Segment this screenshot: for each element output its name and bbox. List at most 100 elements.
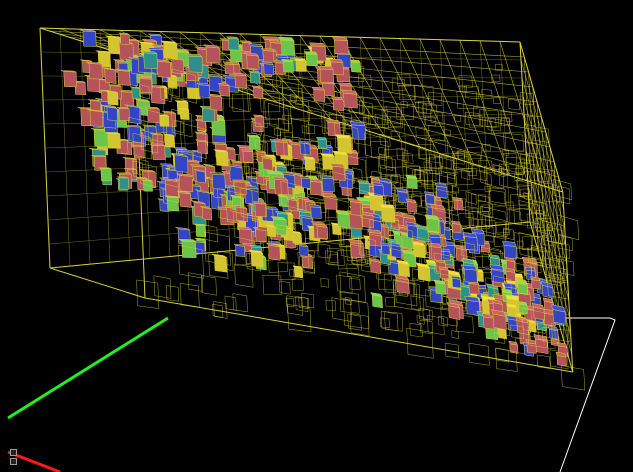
octree-cell [519,153,531,164]
octree-cell [453,168,474,186]
octree-cell [484,165,505,190]
grid-toggle-icon[interactable] [10,458,17,465]
octree-cell [534,200,549,217]
octree-cell [286,295,303,316]
view-toggle-icon[interactable] [10,449,17,456]
octree-cell [498,167,519,190]
voxel-face [349,121,366,126]
voxel-face [348,198,363,204]
voxel-face [193,223,207,227]
voxel-face [405,198,417,203]
voxel-face [292,265,304,269]
voxel-face [175,173,194,177]
voxel-face [219,84,230,97]
octree-cell [370,141,389,158]
voxel-face [248,136,261,150]
voxel-face [371,182,384,187]
voxel-face [385,237,398,243]
voxel-face [202,44,221,49]
octree-cell [425,193,451,223]
octree-cell [546,226,564,245]
octree-cell [344,297,352,306]
octree-cell [208,253,229,279]
voxel-face [396,259,410,266]
octree-cell [365,115,379,130]
voxel-face [107,133,121,149]
octree-cell [524,115,536,126]
octree-cell [375,263,392,281]
octree-cell [424,115,436,127]
voxel-face [438,266,449,271]
octree-cell [334,121,360,154]
voxel-face [87,99,101,102]
octree-cell [503,227,515,241]
octree-cell [481,247,504,273]
bounding-edge [49,267,146,299]
octree-cell [378,146,386,156]
voxel-face [63,71,78,88]
octree-cell [429,156,443,169]
voxel-face [426,217,440,233]
octree-cell [262,274,283,295]
voxel-face [240,149,254,152]
voxel-face [350,242,365,259]
voxel-face [187,55,204,73]
octree-cell [487,246,502,263]
octree-cell [509,193,530,210]
voxel-face [252,201,267,205]
octree-cell [304,142,331,177]
octree-cell [132,132,152,160]
octree-cell [434,188,459,216]
octree-cell [329,254,339,264]
octree-cell [393,279,421,312]
voxel-face [201,107,215,123]
voxel-face [214,255,228,273]
voxel-face [303,51,318,55]
octree-cell [518,306,532,322]
octree-cell [416,315,425,325]
voxel-face [246,134,261,138]
octree-cell [270,226,288,248]
voxel-face [60,70,77,73]
octree-cell [263,67,281,86]
octree-cell [160,86,172,103]
octree-cell [168,81,180,98]
voxel-face [87,109,103,112]
octree-cell [212,303,224,318]
octree-cell [343,154,367,184]
octree-cell [485,215,507,240]
octree-cell [479,171,492,186]
voxel-face [173,147,188,150]
octree-cell [481,204,490,212]
voxel-face [116,61,129,64]
voxel-face [381,244,391,256]
voxel-face [531,279,541,290]
voxel-face [415,262,431,269]
voxel-face [502,240,517,248]
voxel-face [143,52,158,70]
octree-cell [470,193,491,215]
octree-cell [374,114,389,130]
voxel-face [254,228,267,242]
voxel-face [118,32,130,35]
voxel-face [328,58,344,63]
voxel-face [179,192,192,208]
octree-cell [277,262,296,280]
grid-line [549,146,561,328]
octree-cell [343,299,370,330]
octree-cell [140,129,159,154]
voxel-face [292,232,303,245]
octree-cell [464,85,480,100]
octree-cell [278,117,289,132]
octree-cell [325,300,336,311]
voxel-face [271,176,289,181]
voxel-face [433,279,446,285]
octree-cell [482,215,493,228]
voxel-face [262,36,280,41]
voxel-face [503,282,518,289]
voxel-face [454,244,468,251]
voxel-face [378,203,395,209]
voxel-face [270,216,287,221]
voxel-face [277,36,295,41]
